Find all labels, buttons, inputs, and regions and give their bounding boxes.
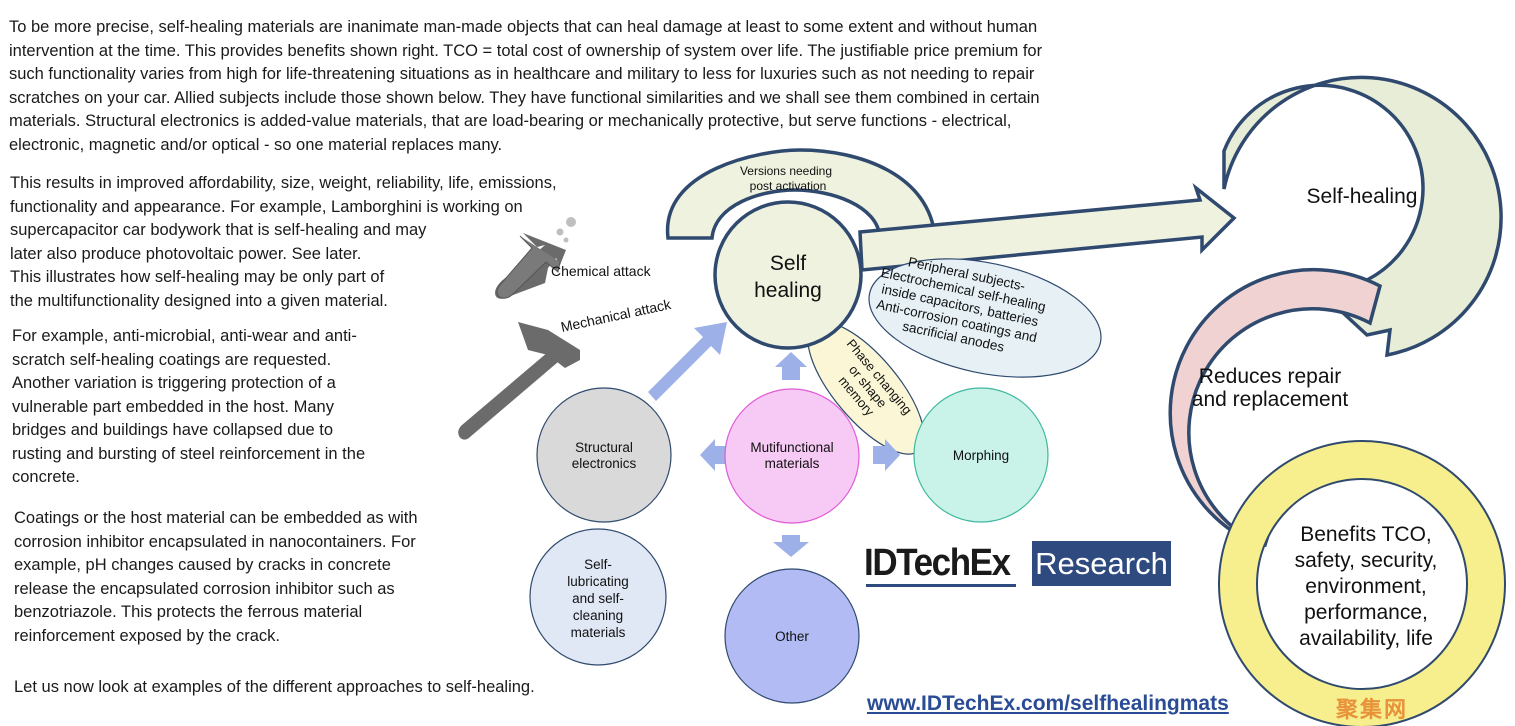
cycle-bottom-line: environment,: [1305, 575, 1426, 598]
structural-label-line2: electronics: [572, 456, 637, 471]
down-arrow: [773, 535, 809, 557]
logo-underline: [866, 584, 1016, 587]
multifunctional-label-line1: Mutifunctional: [750, 440, 833, 455]
results-line: later also produce photovoltaic power. S…: [10, 244, 362, 263]
cycle-top-arc: [1222, 75, 1503, 358]
chemical-attack-label: Chemical attack: [551, 263, 652, 279]
peripheral-ellipse: [868, 258, 1102, 378]
intro-paragraph: To be more precise, self-healing materia…: [9, 16, 1229, 157]
coatings-line: rusting and bursting of steel reinforcem…: [12, 444, 366, 463]
self-lubricating-circle: [529, 528, 667, 666]
results-line: This illustrates how self-healing may be…: [10, 268, 385, 286]
cycle-middle-label-line1: Reduces repair: [1199, 365, 1341, 388]
multifunctional-circle: [724, 388, 860, 524]
intro-line: To be more precise, self-healing materia…: [9, 18, 1038, 36]
results-line: This results in improved affordability, …: [10, 174, 557, 192]
inhibitor-paragraph: Coatings or the host material can be emb…: [14, 507, 494, 648]
inhibitor-line: corrosion inhibitor encapsulated in nano…: [14, 532, 416, 551]
intro-line: scratches on your car. Allied subjects i…: [9, 88, 1040, 107]
versions-arc: [666, 148, 937, 240]
inhibitor-line: Coatings or the host material can be emb…: [14, 509, 418, 527]
structural-electronics-circle: [536, 387, 672, 523]
versions-label-line2: post activation: [750, 179, 827, 193]
other-circle: [724, 568, 860, 704]
cycle-bottom-line: Benefits TCO,: [1300, 523, 1432, 546]
coatings-line: scratch self-healing coatings are reques…: [12, 350, 332, 369]
idtechex-logo: IDTechEx: [864, 538, 1022, 588]
results-line: functionality and appearance. For exampl…: [10, 197, 523, 216]
cycle-top-label: Self-healing: [1307, 185, 1418, 208]
self-lubricating-line: and self-: [572, 591, 624, 606]
idtechex-logo-text: IDTechEx: [864, 541, 1011, 584]
structural-to-self-healing-arrow: [648, 322, 727, 401]
self-lubricating-line: lubricating: [567, 574, 629, 589]
intro-line: intervention at the time. This provides …: [9, 41, 1043, 60]
coatings-line: bridges and buildings have collapsed due…: [12, 421, 334, 439]
hammer-icon: [458, 322, 580, 440]
coatings-line: Another variation is triggering protecti…: [12, 374, 336, 392]
morphing-circle: [913, 387, 1049, 523]
other-label: Other: [775, 629, 809, 644]
inhibitor-line: example, pH changes caused by cracks in …: [14, 556, 391, 574]
self-healing-label-line1: Self: [770, 252, 806, 275]
left-arrow: [700, 439, 726, 471]
morphing-label: Morphing: [953, 448, 1009, 463]
self-lubricating-line: Self-: [584, 557, 612, 572]
inhibitor-line: reinforcement exposed by the crack.: [14, 626, 280, 645]
closing-text: Let us now look at examples of the diffe…: [14, 678, 535, 696]
coatings-line: concrete.: [12, 468, 80, 486]
cycle-bottom-ring: [1220, 442, 1504, 726]
results-line: the multifunctionality designed into a g…: [10, 291, 388, 310]
coatings-paragraph: For example, anti-microbial, anti-wear a…: [12, 325, 432, 490]
structural-label-line1: Structural: [575, 440, 633, 455]
cycle-middle-label-line2: and replacement: [1192, 388, 1349, 411]
results-paragraph: This results in improved affordability, …: [10, 172, 670, 313]
watermark: 聚集网: [1336, 698, 1409, 723]
intro-line: electronic, magnetic and/or optical - so…: [9, 135, 503, 154]
coatings-line: vulnerable part embedded in the host. Ma…: [12, 397, 334, 416]
intro-line: materials. Structural electronics is add…: [9, 112, 1012, 130]
research-badge: Research: [1032, 541, 1171, 586]
results-line: supercapacitor car bodywork that is self…: [10, 221, 427, 239]
cycle-bottom-line: availability, life: [1299, 627, 1433, 650]
cycle-bottom-line: safety, security,: [1295, 549, 1438, 572]
up-arrow: [775, 352, 807, 380]
cycle-bottom-line: performance,: [1304, 601, 1428, 624]
self-lubricating-line: cleaning: [573, 608, 623, 623]
right-arrow: [873, 439, 900, 471]
flask-icon: [495, 217, 576, 299]
versions-label-line1: Versions needing: [740, 164, 832, 178]
coatings-line: For example, anti-microbial, anti-wear a…: [12, 327, 357, 345]
inhibitor-line: release the encapsulated corrosion inhib…: [14, 579, 395, 598]
self-lubricating-line: materials: [571, 625, 626, 640]
inhibitor-line: benzotriazole. This protects the ferrous…: [14, 603, 363, 621]
mechanical-attack-label: Mechanical attack: [559, 296, 673, 335]
self-healing-label-line2: healing: [754, 279, 822, 302]
self-healing-circle: [713, 200, 863, 350]
intro-line: such functionality varies from high for …: [9, 65, 1035, 83]
selfhealing-url-link[interactable]: www.IDTechEx.com/selfhealingmats: [867, 692, 1229, 715]
multifunctional-label-line2: materials: [765, 456, 820, 471]
